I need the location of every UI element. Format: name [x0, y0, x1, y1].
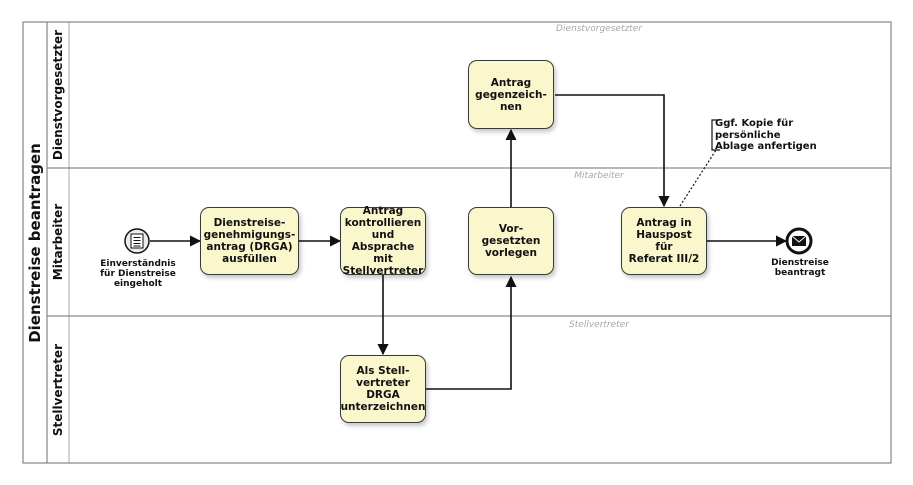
task-internal-mail[interactable]: Antrag in Hauspost für Referat III/2 [621, 207, 707, 275]
task-sign-as-deputy[interactable]: Als Stell- vertreter DRGA unterzeichnen [340, 355, 426, 423]
start-event [124, 228, 150, 254]
pool-title: Dienstreise beantragen [23, 22, 47, 463]
lane-watermark-stellvertreter: Stellvertreter [569, 320, 629, 330]
end-event-label: Dienstreise beantragt [771, 258, 829, 278]
message-list-icon [130, 233, 144, 249]
lane-label-text: Mitarbeiter [51, 203, 66, 281]
task-present-to-superior[interactable]: Vor- gesetzten vorlegen [468, 207, 554, 275]
lane-label-stellvertreter: Stellvertreter [47, 316, 69, 463]
lane-label-dienstvorgesetzter: Dienstvorgesetzter [47, 22, 69, 168]
envelope-icon [791, 235, 807, 246]
lane-watermark-mitarbeiter: Mitarbeiter [574, 171, 624, 181]
task-countersign[interactable]: Antrag gegenzeich- nen [468, 60, 554, 129]
task-check-request[interactable]: Antrag kontrollieren und Absprache mit S… [340, 205, 426, 277]
start-event-label: Einverständnis für Dienstreise eingeholt [100, 259, 176, 289]
pool-border [22, 21, 892, 464]
flow-sign-to-present [426, 275, 517, 390]
lane-label-text: Dienstvorgesetzter [51, 29, 65, 161]
flow-countersign-to-mail [555, 94, 670, 208]
annotation-bracket [711, 119, 720, 151]
annotation-association [679, 149, 717, 207]
pool-title-text: Dienstreise beantragen [26, 142, 45, 343]
end-event [785, 227, 813, 255]
lane-label-text: Stellvertreter [51, 343, 65, 436]
text-annotation: Ggf. Kopie für persönliche Ablage anfert… [715, 118, 817, 152]
task-fill-form[interactable]: Dienstreise- genehmigungs- antrag (DRGA)… [200, 207, 299, 275]
lane-label-mitarbeiter: Mitarbeiter [47, 168, 69, 316]
lane-watermark-dienstvorgesetzter: Dienstvorgesetzter [556, 24, 642, 34]
